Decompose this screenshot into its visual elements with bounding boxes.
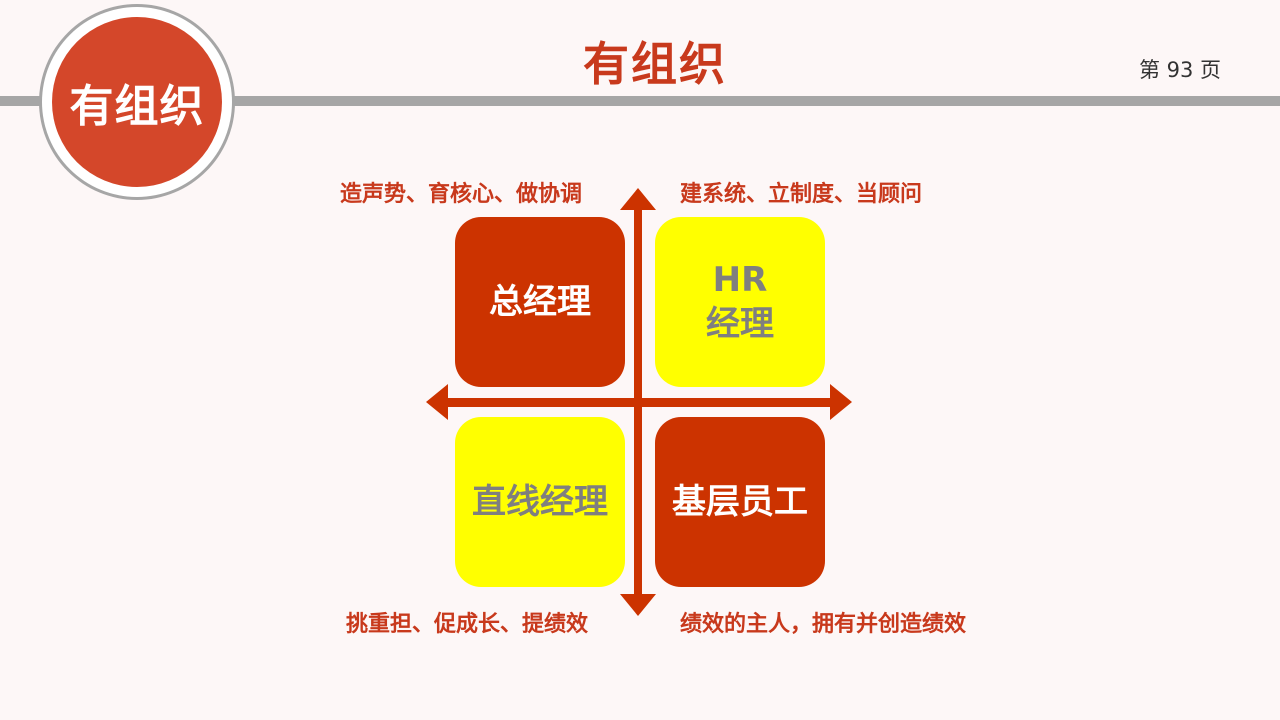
header-divider-bar (0, 96, 1280, 106)
title-badge: 有组织 (52, 17, 222, 187)
quadrant-line-manager: 直线经理 (455, 417, 625, 587)
arrow-right-icon (830, 384, 852, 420)
arrow-up-icon (620, 188, 656, 210)
page-title: 有组织 (583, 37, 727, 91)
caption-bottom-right: 绩效的主人，拥有并创造绩效 (680, 612, 967, 637)
horizontal-axis (426, 384, 852, 420)
caption-bottom-left: 挑重担、促成长、提绩效 (346, 612, 589, 637)
page-number: 第 93 页 (1138, 58, 1222, 82)
arrow-left-icon (426, 384, 448, 420)
quadrant-frontline-staff: 基层员工 (655, 417, 825, 587)
caption-top-left: 造声势、育核心、做协调 (340, 182, 583, 207)
quadrant-general-manager: 总经理 (455, 217, 625, 387)
quadrant-hr-manager: HR 经理 (655, 217, 825, 387)
arrow-down-icon (620, 594, 656, 616)
caption-top-right: 建系统、立制度、当顾问 (680, 182, 923, 207)
